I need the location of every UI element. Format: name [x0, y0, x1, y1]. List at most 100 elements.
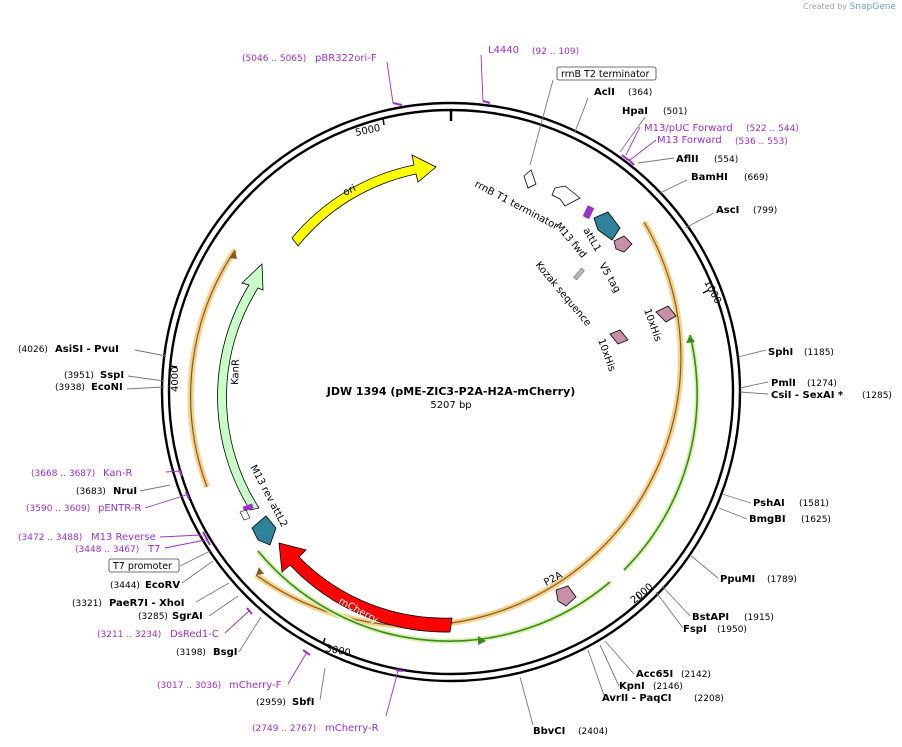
v5-tag-label: V5 tag: [596, 261, 622, 295]
leader-csii: [739, 391, 769, 395]
site-acli: AclI: [594, 87, 615, 98]
site-hpai: HpaI: [622, 106, 648, 117]
site-csii-sexai: CsiI - SexAI *: [771, 390, 844, 401]
leader-lines: [126, 79, 769, 726]
inner-orf-arrowhead-2: [478, 636, 486, 645]
marker-m13-fwd: [627, 158, 635, 166]
leader-rrnb-t2: [529, 79, 554, 166]
primer-pbr322ori-f: pBR322ori-F: [315, 53, 377, 64]
leader-kpni: [599, 644, 620, 687]
leader-m13-reverse: [159, 534, 202, 538]
primer-dsred1-c: DsRed1-C: [170, 629, 219, 640]
leader-nrui: [139, 484, 171, 492]
site-sbfi: SbfI: [292, 697, 314, 708]
marker-dsred1-c: [246, 607, 253, 615]
tick-label-3000: 3000: [324, 643, 351, 659]
site-bstapi-pos: (1915): [744, 613, 774, 623]
m13-fwd-label: M13 fwd: [553, 221, 589, 261]
site-fspi-pos: (1950): [717, 625, 747, 635]
primer-m13-forward-pos: (536 .. 553): [735, 137, 788, 147]
site-paer7i-xhoi-pos: (3321): [72, 599, 102, 609]
leader-t7-promoter: [179, 550, 211, 567]
site-pshai-pos: (1581): [799, 499, 829, 509]
leader-pentr-r: [144, 494, 187, 509]
orf-outer-arrowhead: [256, 567, 264, 575]
site-csii-sexai-pos: (1285): [862, 391, 892, 401]
leader-acli: [574, 97, 589, 133]
site-acli-pos: (364): [628, 88, 652, 98]
site-econi: EcoNI: [91, 382, 123, 393]
site-sphi-pos: (1185): [804, 348, 834, 358]
mcherry-feature: [278, 542, 453, 633]
tick-3000: [322, 637, 326, 645]
plasmid-name: JDW 1394 (pME-ZIC3-P2A-H2A-mCherry): [326, 385, 576, 398]
leader-t7: [164, 539, 206, 549]
kozak-feature: [573, 267, 585, 281]
rrnb-t1-terminator-label: rrnB T1 terminator: [473, 179, 561, 233]
primer-m13-forward: M13 Forward: [657, 135, 722, 146]
marker-l4440: [482, 100, 491, 104]
tick-1000: [702, 289, 710, 294]
tick-label-5000: 5000: [354, 123, 381, 139]
leader-avrii: [587, 649, 606, 699]
leader-pshai: [721, 493, 752, 504]
t7-promoter-box: [108, 558, 180, 573]
marker-pentr-r: [185, 491, 190, 500]
primer-m13-reverse: M13 Reverse: [91, 532, 156, 543]
site-ecorv-pos: (3444): [110, 581, 140, 591]
site-nrui: NruI: [113, 486, 137, 497]
primer-kan-r-pos: (3668 .. 3687): [31, 469, 95, 479]
primer-m13-puc-forward: M13/pUC Forward: [644, 123, 733, 134]
site-asisi-pvui: AsiSI - PvuI: [55, 344, 119, 355]
tick-label-4000: 4000: [170, 367, 181, 392]
brand-prefix: Created by: [803, 2, 848, 11]
kanr-orf-arrowhead: [229, 250, 237, 259]
snapgene-logo: SnapGene: [849, 2, 896, 12]
site-asisi-pvui-pos: (4026): [18, 345, 48, 355]
inner-orf-line-1: [623, 334, 698, 571]
10xhis-feature-2: [609, 329, 629, 345]
tick-marks: [169, 110, 710, 645]
m13-rev-primer-feature: [242, 503, 254, 512]
attl1-feature: [593, 211, 621, 241]
primer-leader-lines: [144, 54, 657, 717]
site-sbfi-pos: (2959): [256, 698, 286, 708]
site-bmgbi: BmgBI: [749, 514, 786, 525]
leader-sspi: [127, 375, 165, 382]
site-paer7i-xhoi: PaeR7I - XhoI: [109, 598, 185, 609]
site-pmli-pos: (1274): [807, 379, 837, 389]
primer-kan-r: Kan-R: [103, 468, 132, 479]
marker-mcherry-r: [395, 669, 404, 672]
site-bamhi-pos: (669): [744, 173, 768, 183]
primer-pentr-r-pos: (3590 .. 3609): [26, 504, 90, 514]
site-aflii-pos: (554): [714, 155, 738, 165]
site-bsgi-pos: (3198): [176, 648, 206, 658]
marker-kan-r: [178, 469, 183, 477]
leader-aflii: [637, 157, 675, 164]
site-ppumi: PpuMI: [720, 574, 755, 585]
site-sspi-pos: (3951): [64, 371, 94, 381]
site-bbvci: BbvCI: [533, 726, 565, 737]
m13-fwd-primer-feature: [582, 205, 595, 220]
site-asci-pos: (799): [753, 206, 777, 216]
rrnb-t2-terminator-label: rrnB T2 terminator: [561, 69, 649, 80]
leader-xhoi: [195, 582, 230, 603]
leader-ecorv: [181, 560, 214, 584]
plasmid-length: 5207 bp: [430, 400, 471, 411]
primer-pentr-r: pENTR-R: [98, 503, 141, 514]
primer-l4440-pos: (92 .. 109): [532, 47, 579, 57]
ori-label: ori: [341, 183, 358, 199]
primer-m13-puc-forward-pos: (522 .. 544): [746, 124, 799, 134]
leader-asci: [684, 212, 715, 229]
site-avrii-paqci: AvrII - PaqCI: [602, 693, 671, 704]
primer-pbr322ori-f-pos: (5046 .. 5065): [242, 54, 306, 64]
site-avrii-paqci-pos: (2208): [694, 694, 724, 704]
marker-t7: [205, 537, 211, 546]
snapgene-brand: Created by SnapGene: [803, 2, 896, 12]
primer-t7: T7: [147, 544, 160, 555]
leader-mcherry-r: [385, 670, 399, 717]
leader-m13-puc-forward: [625, 126, 641, 156]
site-bsgi: BsgI: [213, 647, 237, 658]
leader-sgrai: [208, 595, 239, 617]
site-pmli: PmlI: [771, 378, 796, 389]
